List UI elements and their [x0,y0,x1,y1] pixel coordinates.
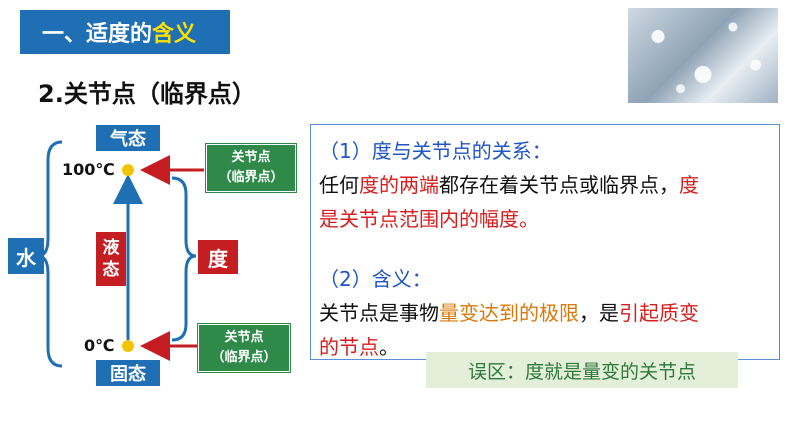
text-node-is: 关节点是事物 [319,301,439,325]
critical-point-box-top: 关节点 （临界点） [205,143,297,193]
relation-line1: 任何度的两端都存在着关节点或临界点，度 [319,169,699,198]
liquid-label-line2: 态 [102,260,120,280]
misconception-note: 误区：度就是量变的关节点 [426,352,738,388]
critical-label-line2: （临界点） [211,350,277,365]
solid-state-label: 固态 [96,360,160,386]
section-banner: 一、适度的含义 [20,10,230,54]
text-degree: 度 [679,173,699,197]
section-title-part1: 一、适度的 [42,22,153,47]
text-is: ，是 [579,301,619,325]
liquid-state-label: 液 态 [96,232,126,286]
degree-brace [171,176,197,342]
meaning-line1: 关节点是事物量变达到的极限，是引起质变 [319,297,699,326]
temp-100-label: 100℃ [62,160,115,179]
gas-state-label: 气态 [96,125,160,151]
water-label: 水 [8,238,44,274]
text-exist: 都存在着关节点或临界点， [439,173,679,197]
critical-label-line1: 关节点 [231,150,271,165]
temp-0-label: 0℃ [84,336,115,355]
critical-point-box-bottom: 关节点 （临界点） [197,323,291,373]
meaning-heading: （2）含义： [319,267,432,291]
text-both-ends: 度的两端 [359,173,439,197]
text-any: 任何 [319,173,359,197]
relation-line2: 是关节点范围内的幅度。 [319,207,539,231]
relation-heading: （1）度与关节点的关系： [319,139,552,163]
explanation-panel: （1）度与关节点的关系： 任何度的两端都存在着关节点或临界点，度 是关节点范围内… [310,124,780,360]
boiling-point [122,164,134,176]
snow-photo [628,8,778,103]
critical-label-line2: （临界点） [218,170,284,185]
degree-label: 度 [198,240,238,274]
text-period: 。 [379,335,399,359]
freezing-point [122,340,134,352]
text-qualitative-change: 引起质变 [619,301,699,325]
page-subtitle: 2.关节点（临界点） [38,80,256,108]
critical-label-line1: 关节点 [224,330,264,345]
text-node: 的节点 [319,335,379,359]
liquid-label-line1: 液 [102,238,120,258]
section-title-part2: 含义 [152,22,197,47]
meaning-line2: 的节点。 [319,331,399,360]
text-quantity-limit: 量变达到的极限 [439,301,579,325]
